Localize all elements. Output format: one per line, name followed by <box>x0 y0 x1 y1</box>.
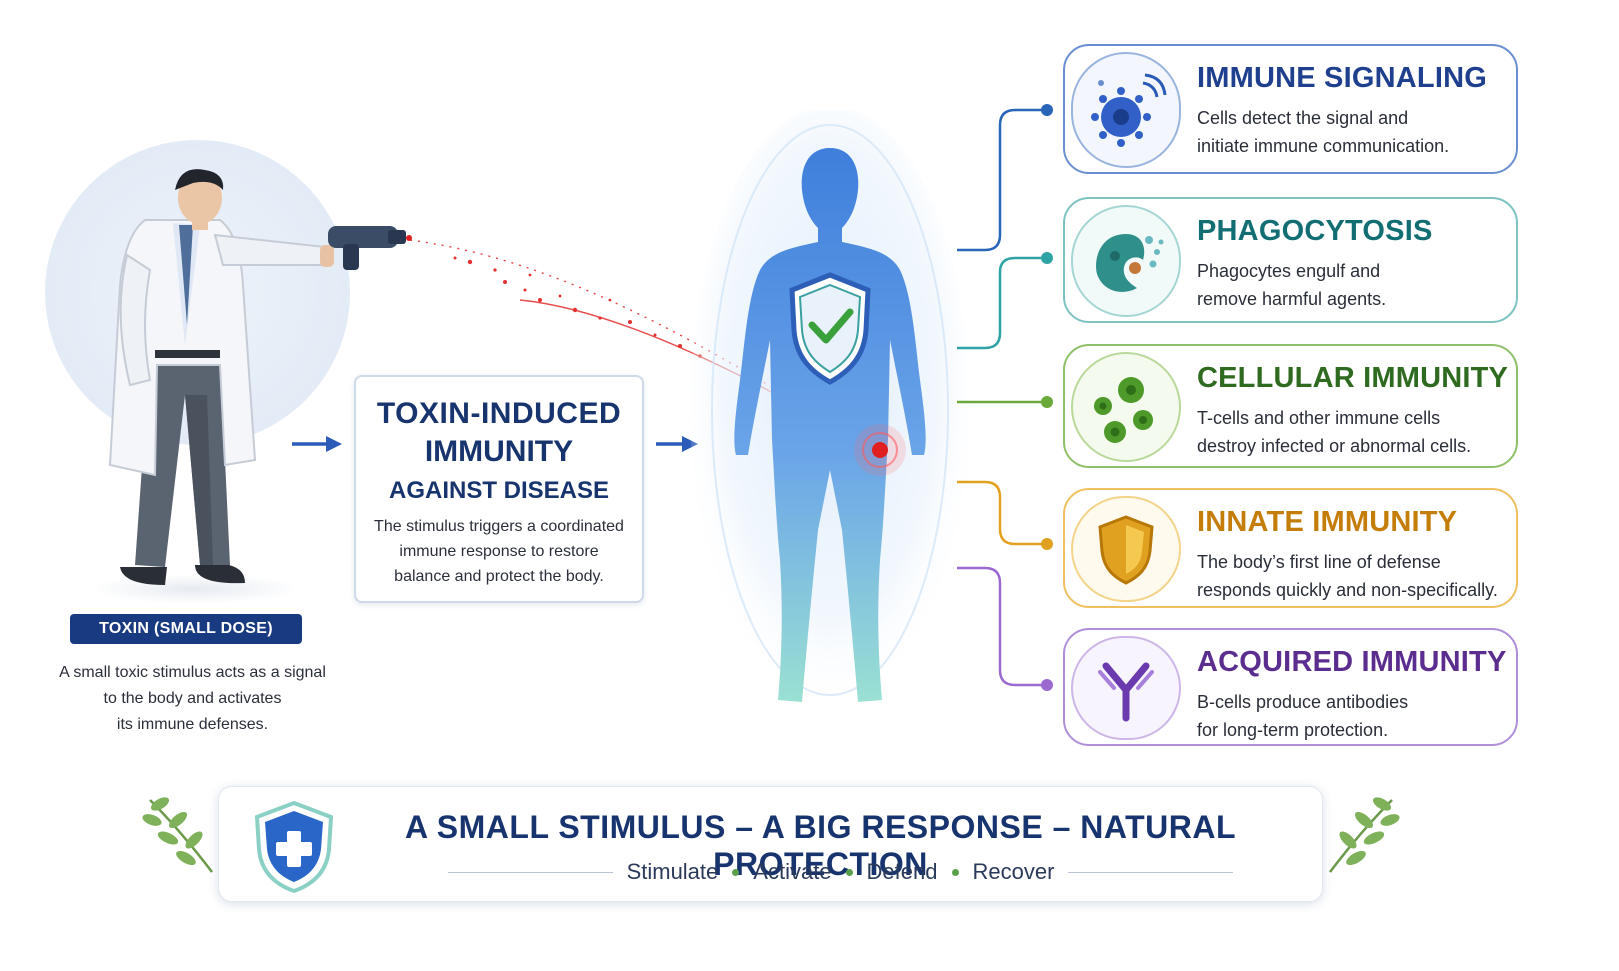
banner-title: A SMALL STIMULUS – A BIG RESPONSE – NATU… <box>404 809 1237 882</box>
toxin-label: TOXIN (SMALL DOSE) <box>70 614 302 644</box>
step-defend: Defend <box>866 859 938 884</box>
bullet-dot <box>732 868 740 876</box>
divider-line <box>447 871 613 873</box>
antibody-icon <box>1071 636 1181 740</box>
card-description: Phagocytes engulf and remove harmful age… <box>1197 261 1387 309</box>
card-title: IMMUNE SIGNALING <box>1197 62 1487 94</box>
bottom-banner: A SMALL STIMULUS – A BIG RESPONSE – NATU… <box>218 786 1323 902</box>
leaf-branch-right-icon <box>1329 797 1400 873</box>
card-immune-signaling: IMMUNE SIGNALING Cells detect the signal… <box>1063 44 1518 174</box>
arrow-right-icon <box>292 436 342 452</box>
card-description: The body’s first line of defense respond… <box>1197 552 1498 600</box>
step-stimulate: Stimulate <box>626 859 719 884</box>
card-innate-immunity: INNATE IMMUNITY The body’s first line of… <box>1063 488 1518 608</box>
t-cells-icon <box>1071 352 1181 462</box>
center-description: The stimulus triggers a coordinated immu… <box>374 518 624 585</box>
card-title: PHAGOCYTOSIS <box>1197 215 1433 247</box>
card-phagocytosis: PHAGOCYTOSIS Phagocytes engulf and remov… <box>1063 197 1518 323</box>
step-recover: Recover <box>972 859 1055 884</box>
step-activate: Activate <box>753 859 832 884</box>
bullet-dot <box>951 868 959 876</box>
toxin-description: A small toxic stimulus acts as a signal … <box>59 664 326 733</box>
divider-line <box>1068 871 1234 873</box>
bullet-dot <box>845 868 853 876</box>
golden-shield-icon <box>1071 496 1181 602</box>
phagocyte-icon <box>1071 205 1181 317</box>
banner-steps: Stimulate Activate Defend Recover <box>379 859 1302 885</box>
card-description: T-cells and other immune cells destroy i… <box>1197 408 1472 456</box>
card-title: ACQUIRED IMMUNITY <box>1197 646 1507 678</box>
medical-shield-icon <box>254 800 334 893</box>
signaling-cell-icon <box>1071 52 1181 168</box>
card-title: INNATE IMMUNITY <box>1197 506 1458 538</box>
center-info-box: TOXIN-INDUCED IMMUNITY AGAINST DISEASE T… <box>354 375 644 603</box>
arrow-right-icon-2 <box>656 436 698 452</box>
card-cellular-immunity: CELLULAR IMMUNITY T-cells and other immu… <box>1063 344 1518 468</box>
leaf-branch-left-icon <box>142 797 213 873</box>
scientist-illustration <box>108 169 334 585</box>
center-title-line2: IMMUNITY <box>424 435 574 468</box>
center-title-line1: TOXIN-INDUCED <box>376 397 622 430</box>
laser-gun-icon <box>328 226 412 270</box>
card-description: Cells detect the signal and initiate imm… <box>1197 108 1450 156</box>
card-title: CELLULAR IMMUNITY <box>1197 362 1509 394</box>
center-title-line3: AGAINST DISEASE <box>388 477 610 504</box>
floor-shadow <box>95 575 295 603</box>
card-acquired-immunity: ACQUIRED IMMUNITY B-cells produce antibo… <box>1063 628 1518 746</box>
card-description: B-cells produce antibodies for long-term… <box>1197 692 1409 740</box>
human-body-illustration <box>690 110 970 715</box>
